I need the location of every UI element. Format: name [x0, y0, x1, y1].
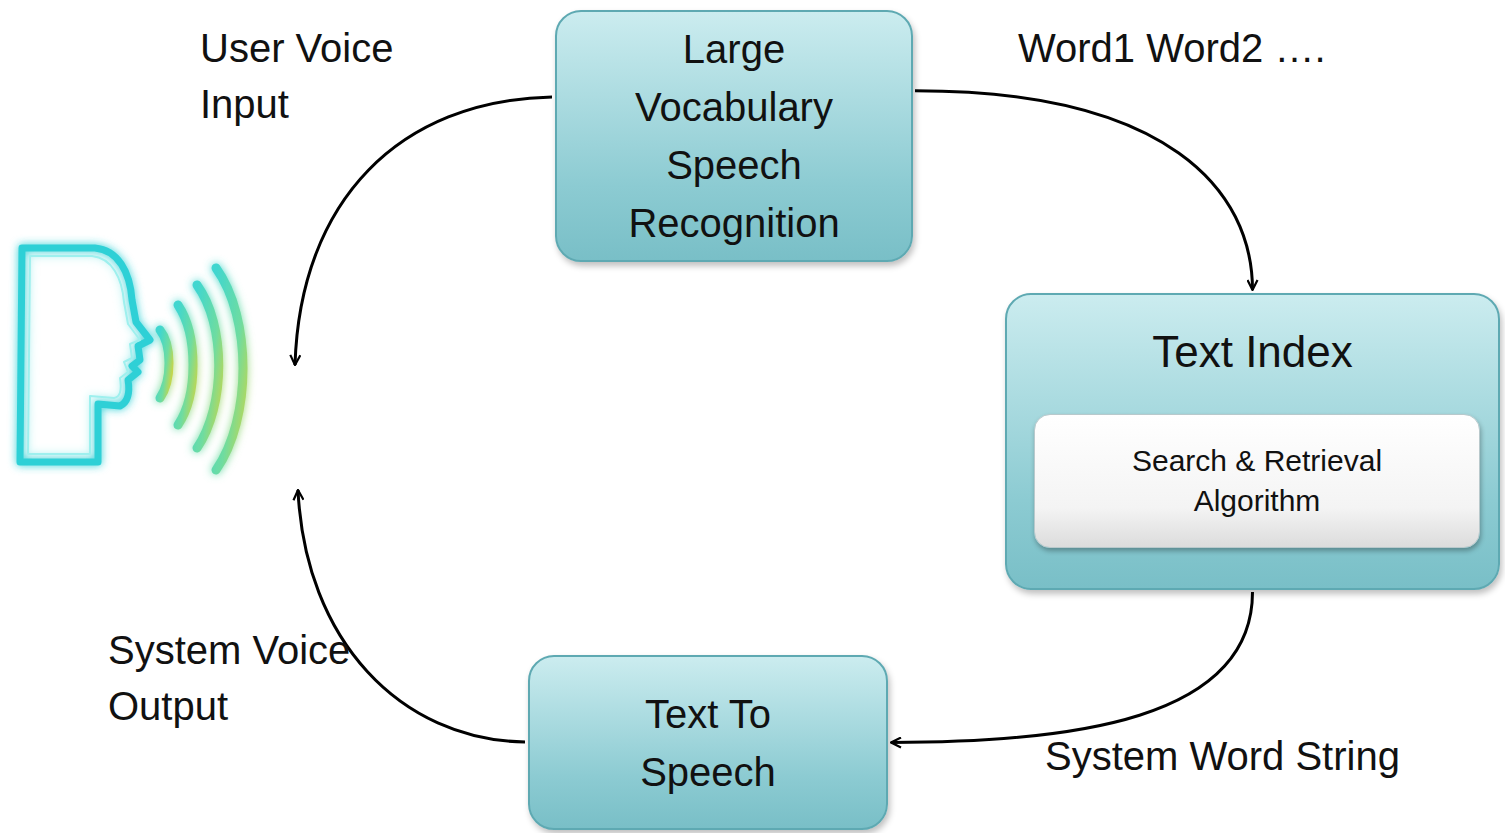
flow-label: User Voice Input: [200, 20, 460, 132]
flow-label: System Voice Output: [108, 622, 408, 734]
node-text: Text To Speech: [590, 685, 826, 801]
voice-input-arrow: [295, 97, 552, 365]
speaker-head-icon: [20, 248, 243, 470]
flow-arrow: [915, 91, 1253, 290]
node-text: Text Index: [1152, 323, 1353, 380]
node-text: Search & Retrieval Algorithm: [1075, 441, 1439, 522]
algorithm-box: Search & Retrieval Algorithm: [1034, 414, 1480, 548]
edge-label: Word1 Word2 ….: [1018, 20, 1326, 76]
index-box: Text IndexSearch & Retrieval Algorithm: [1005, 293, 1500, 590]
node-text: Large Vocabulary Speech Recognition: [607, 20, 861, 252]
voice-output-arrow: [298, 490, 525, 742]
edge-label: System Word String: [1045, 728, 1400, 784]
process-box: Large Vocabulary Speech Recognition: [555, 10, 913, 262]
process-box: Text To Speech: [528, 655, 888, 830]
flow-arrow: [891, 592, 1253, 743]
